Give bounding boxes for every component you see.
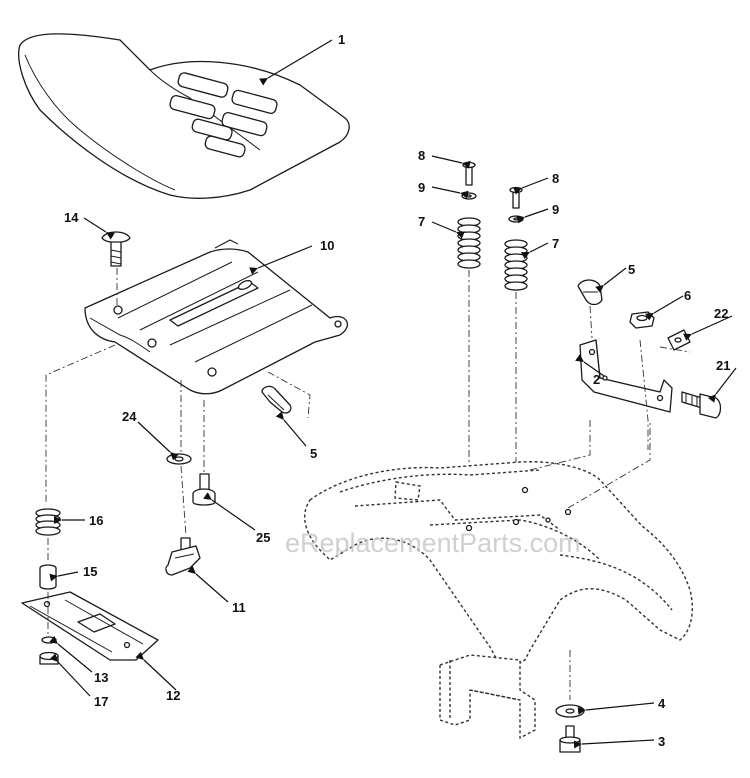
pivot-knob bbox=[659, 329, 691, 353]
seat-clip-right bbox=[577, 279, 603, 339]
callout-3: 3 bbox=[658, 734, 665, 749]
callout-14: 14 bbox=[64, 210, 79, 225]
lock-washer bbox=[41, 636, 57, 644]
callout-8-right: 8 bbox=[552, 171, 559, 186]
callout-21: 21 bbox=[716, 358, 730, 373]
carriage-bolt bbox=[101, 231, 131, 267]
slide-plate bbox=[21, 591, 159, 661]
leader-lines bbox=[49, 39, 737, 749]
lower-frame-bracket bbox=[439, 650, 571, 739]
bushing bbox=[39, 564, 57, 590]
seat bbox=[18, 33, 350, 199]
callout-9-right: 9 bbox=[552, 202, 559, 217]
watermark: eReplacementParts.com bbox=[285, 528, 581, 558]
callout-7-right: 7 bbox=[552, 236, 559, 251]
shoulder-bolt bbox=[192, 473, 216, 506]
callout-25: 25 bbox=[256, 530, 270, 545]
callout-6: 6 bbox=[684, 288, 691, 303]
centerlines-left bbox=[45, 268, 205, 636]
callout-9-left: 9 bbox=[418, 180, 425, 195]
callout-16: 16 bbox=[89, 513, 103, 528]
chassis-fender bbox=[304, 420, 693, 666]
callout-5-right: 5 bbox=[628, 262, 635, 277]
flat-washer bbox=[555, 704, 585, 718]
callout-13: 13 bbox=[94, 670, 108, 685]
seat-pad-panels bbox=[169, 72, 278, 158]
callout-labels: 1 14 10 5 24 25 16 15 11 12 13 17 8 9 7 … bbox=[64, 32, 730, 749]
callout-15: 15 bbox=[83, 564, 97, 579]
callout-17: 17 bbox=[94, 694, 108, 709]
spring-small bbox=[35, 508, 61, 536]
callout-1: 1 bbox=[338, 32, 345, 47]
callout-24: 24 bbox=[122, 409, 137, 424]
callout-22: 22 bbox=[714, 306, 728, 321]
flange-nut bbox=[629, 311, 655, 329]
seat-bracket bbox=[579, 339, 673, 450]
callout-2: 2 bbox=[593, 372, 600, 387]
callout-12: 12 bbox=[166, 688, 180, 703]
callout-10: 10 bbox=[320, 238, 334, 253]
hex-bolt bbox=[559, 725, 581, 753]
callout-5-left: 5 bbox=[310, 446, 317, 461]
callout-7-left: 7 bbox=[418, 214, 425, 229]
adjustment-knob bbox=[165, 537, 201, 576]
callout-8-left: 8 bbox=[418, 148, 425, 163]
washer bbox=[166, 453, 192, 465]
hex-nut bbox=[39, 651, 59, 665]
seat-clip-left bbox=[261, 371, 311, 419]
flange-bolt bbox=[681, 391, 722, 419]
callout-11: 11 bbox=[232, 600, 246, 615]
callout-4: 4 bbox=[658, 696, 666, 711]
seat-pan bbox=[84, 239, 349, 395]
